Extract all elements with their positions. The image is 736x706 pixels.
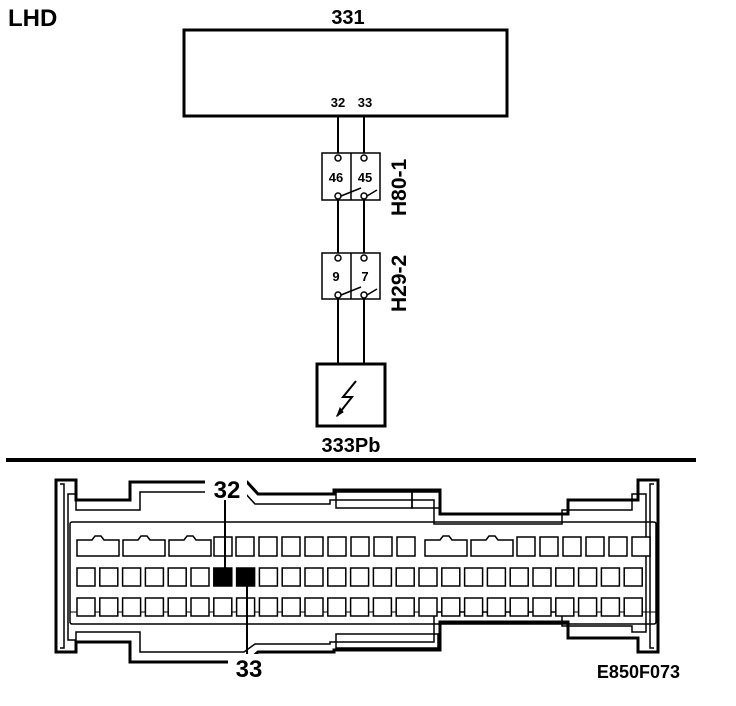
socket-cavity [281,597,301,617]
socket-cavity [121,597,142,617]
socket-cavity [373,536,393,557]
socket-cavity [395,597,415,617]
socket-cavity [555,597,575,617]
socket-cavity [190,567,210,587]
socket-cavity [600,597,621,617]
h80-label: H80-1 [388,158,411,216]
socket-cavity [304,567,324,587]
socket-cavity [304,597,324,617]
connector-h80-1: 46 45 H80-1 [321,152,411,216]
socket-cavity [235,597,256,617]
figure-code: E850F073 [597,662,680,682]
module-pin-33: 33 [358,95,372,110]
socket-cavity [190,597,210,617]
socket-large-cavity [424,535,468,557]
socket-cavity [395,567,415,587]
socket-pin-33-label: 33 [236,656,263,683]
socket-cavity [608,536,628,557]
h80-pin-46: 46 [329,170,343,185]
socket-cavity [577,567,598,587]
module-pin-32: 32 [331,95,345,110]
socket-cavity [600,567,621,587]
socket-large-cavity [122,535,166,557]
socket-cavity [441,567,461,587]
socket-cavity [258,597,279,617]
device-333pb: 333Pb [315,362,387,457]
lightning-bolt-icon [335,380,357,418]
socket-cavity-highlighted [213,567,233,587]
socket-pin-grid [76,535,651,617]
socket-cavity [213,536,233,557]
socket-pin-32-label: 32 [214,477,241,504]
socket-cavity [585,536,605,557]
socket-cavity [99,567,119,587]
socket-large-cavity [168,535,212,557]
socket-cavity [623,567,643,587]
socket-cavity [144,597,165,617]
socket-cavity [516,536,536,557]
socket-cavity [509,597,529,617]
socket-cavity [562,536,582,557]
socket-cavity [304,536,324,557]
connector-h29-2: 9 7 H29-2 [321,252,411,312]
socket-cavity [349,597,370,617]
device-label: 333Pb [322,435,381,457]
socket-cavity [327,536,347,557]
diagram-title: LHD [8,5,57,32]
socket-cavity [235,536,255,557]
socket-cavity [99,597,119,617]
socket-cavity [486,567,507,587]
socket-cavity [509,567,529,587]
socket-cavity [486,597,507,617]
socket-cavity [463,567,484,587]
socket-cavity [631,536,651,557]
socket-cavity [281,536,301,557]
socket-cavity [258,567,279,587]
socket-cavity [372,567,393,587]
h29-pin-9: 9 [332,269,339,284]
socket-cavity [539,536,559,557]
socket-cavity [350,536,370,557]
socket-cavity [76,567,96,587]
socket-cavity [623,597,643,617]
socket-cavity [418,567,438,587]
socket-cavity-highlighted [235,567,256,587]
module-box [182,28,509,118]
socket-cavity [327,597,347,617]
socket-cavity [372,597,393,617]
socket-cavity [418,597,438,617]
socket-cavity [441,597,461,617]
socket-large-cavity [470,535,514,557]
module-label: 331 [331,7,364,29]
socket-cavity [121,567,142,587]
socket-cavity [532,567,552,587]
h80-pin-45: 45 [358,170,372,185]
socket-cavity [167,597,187,617]
h29-label: H29-2 [388,255,411,312]
socket-cavity [144,567,165,587]
socket-cavity [555,567,575,587]
socket-large-cavity [76,535,120,557]
socket-cavity [577,597,598,617]
h29-pin-7: 7 [361,269,368,284]
socket-cavity [349,567,370,587]
socket-cavity [532,597,552,617]
socket-cavity [167,567,187,587]
socket-cavity [327,567,347,587]
socket-cavity [258,536,278,557]
wire-pair [337,116,365,364]
socket-cavity [213,597,233,617]
socket-cavity [281,567,301,587]
socket-cavity [396,536,416,557]
socket-cavity [76,597,96,617]
socket-cavity [463,597,484,617]
